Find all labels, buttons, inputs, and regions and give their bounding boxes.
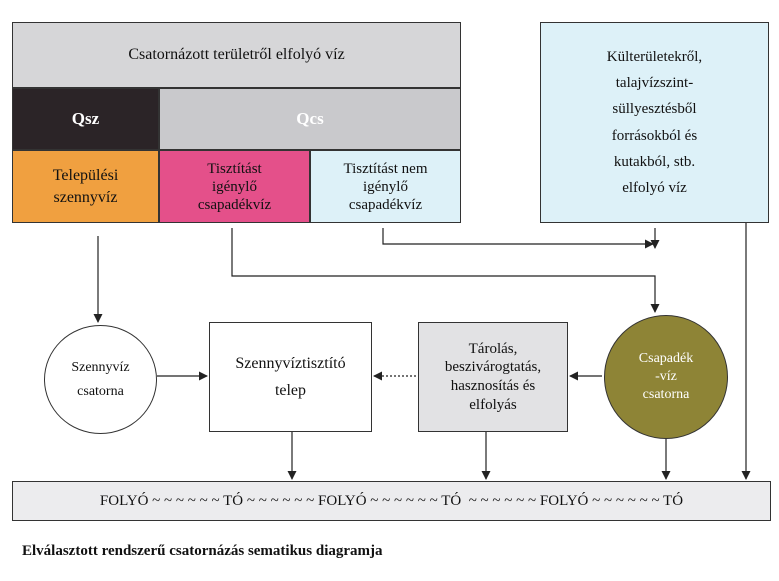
rain-no-line-1: Tisztítást nem [343,160,428,177]
sewer-line-2: csatorna [77,383,124,399]
municipal-sewage-cell: Települési szennyvíz [12,150,159,223]
rain-needs-line-2: igénylő [211,178,257,195]
storage-line-1: Tárolás, [468,340,518,357]
rain-needs-line-3: csapadékvíz [197,196,272,213]
qcs-label: Qcs [296,109,324,128]
storage-line-2: beszivárogtatás, [444,359,542,376]
sewer-circle: Szennyvíz csatorna [44,325,157,434]
municipal-sewage-line-2: szennyvíz [53,188,118,206]
storm-line-1: Csapadék [638,350,694,366]
river-label: FOLYÓ ~ ~ ~ ~ ~ ~ TÓ ~ ~ ~ ~ ~ ~ FOLYÓ ~… [99,492,684,509]
arrow-rain-needs-to-storm [231,228,660,313]
qsz-label: Qsz [71,109,100,128]
treatment-plant-box: Szennyvíztisztító telep [209,322,372,432]
qcs-cell: Qcs [159,88,461,150]
arrow-rain-no-to-join [382,228,654,249]
outside-line-5: kutakból, stb. [613,153,696,170]
outside-line-4: forrásokból és [611,127,698,144]
outside-sources-box: Külterületekről, talajvízszint- süllyesz… [540,22,769,223]
rain-no-line-2: igénylő [362,178,408,195]
outside-line-3: süllyesztésből [612,101,697,118]
sewer-line-1: Szennyvíz [71,359,130,375]
storm-sewer-circle: Csapadék -víz csatorna [604,315,728,439]
outside-line-2: talajvízszint- [615,75,694,91]
rain-no-line-3: csapadékvíz [348,196,423,213]
diagram-caption: Elválasztott rendszerű csatornázás semat… [22,543,383,559]
river-bar: FOLYÓ ~ ~ ~ ~ ~ ~ TÓ ~ ~ ~ ~ ~ ~ FOLYÓ ~… [12,481,771,521]
outside-line-1: Külterületekről, [606,48,703,65]
urban-runoff-header: Csatornázott területről elfolyó víz [12,22,461,88]
rain-needs-line-1: Tisztítást [207,160,262,177]
storage-line-3: hasznosítás és [450,378,536,394]
storm-line-2: -víz [655,368,677,384]
rain-no-treatment-cell: Tisztítást nem igénylő csapadékvíz [310,150,461,223]
urban-runoff-label: Csatornázott területről elfolyó víz [128,46,345,64]
storm-line-3: csatorna [642,387,690,403]
qsz-cell: Qsz [12,88,159,150]
rain-needs-treatment-cell: Tisztítást igénylő csapadékvíz [159,150,310,223]
storage-line-4: elfolyás [469,396,517,413]
storage-box: Tárolás, beszivárogtatás, hasznosítás és… [418,322,568,432]
municipal-sewage-line-1: Települési [52,166,119,184]
plant-line-2: telep [274,382,307,399]
plant-line-1: Szennyvíztisztító [235,354,346,372]
outside-line-6: elfolyó víz [622,180,687,196]
